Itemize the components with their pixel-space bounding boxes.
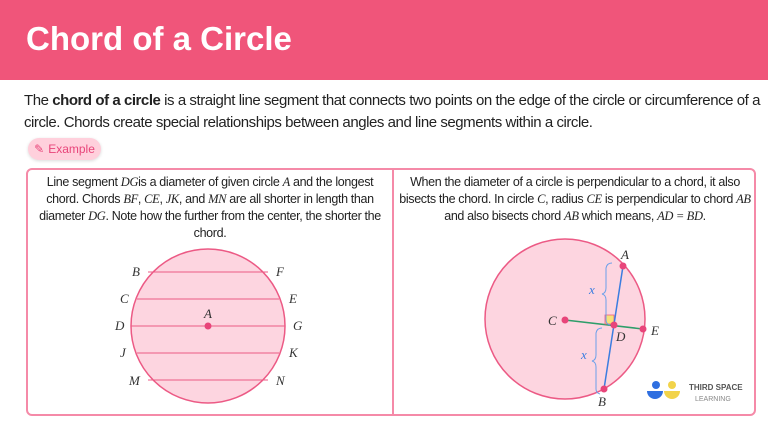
- label-d: D: [615, 329, 626, 344]
- label-k: K: [288, 345, 299, 360]
- point-a: [619, 262, 627, 270]
- point-d: [610, 321, 618, 329]
- label-j: J: [120, 345, 127, 360]
- point-c: [561, 316, 569, 324]
- page-title: Chord of a Circle: [26, 20, 292, 57]
- label-e: E: [650, 323, 659, 338]
- label-c: C: [120, 291, 129, 306]
- label-b: B: [598, 394, 606, 409]
- brace-top: [601, 262, 613, 326]
- label-a: A: [203, 306, 212, 321]
- intro-paragraph: The chord of a circle is a straight line…: [24, 90, 764, 136]
- pencil-icon: ✎: [34, 142, 45, 156]
- label-d: D: [114, 318, 125, 333]
- brace-bottom: [591, 327, 603, 395]
- label-n: N: [275, 373, 286, 388]
- label-c: C: [548, 313, 557, 328]
- label-g: G: [293, 318, 303, 333]
- header-banner: Chord of a Circle: [0, 0, 768, 80]
- point-b: [600, 385, 608, 393]
- label-m: M: [128, 373, 141, 388]
- example-label: Example: [48, 142, 95, 156]
- label-b: B: [132, 264, 140, 279]
- radius-ce: [564, 319, 644, 330]
- logo-line1: THIRD SPACE: [689, 383, 743, 392]
- label-e: E: [288, 291, 297, 306]
- intro-bold-term: chord of a circle: [52, 92, 161, 109]
- divider: [392, 170, 394, 414]
- intro-text: is a straight line segment that connects…: [24, 92, 760, 131]
- label-x-bottom: x: [580, 347, 587, 362]
- point-e: [639, 325, 647, 333]
- label-f: F: [275, 264, 285, 279]
- example-badge[interactable]: ✎Example: [28, 138, 101, 160]
- example-card: Line segment DGis a diameter of given ci…: [26, 168, 756, 416]
- right-diagram: x x A B C D E: [484, 238, 659, 409]
- logo-line2: LEARNING: [695, 396, 731, 403]
- intro-text: The: [24, 92, 53, 109]
- label-x-top: x: [588, 282, 595, 297]
- label-a: A: [620, 247, 629, 262]
- center-point: [204, 322, 212, 330]
- third-space-logo: THIRD SPACE LEARNING: [647, 381, 743, 403]
- left-description: Line segment DGis a diameter of given ci…: [39, 175, 381, 240]
- left-diagram: A B C D J M F E G K N: [114, 248, 303, 404]
- right-description: When the diameter of a circle is perpend…: [399, 175, 751, 223]
